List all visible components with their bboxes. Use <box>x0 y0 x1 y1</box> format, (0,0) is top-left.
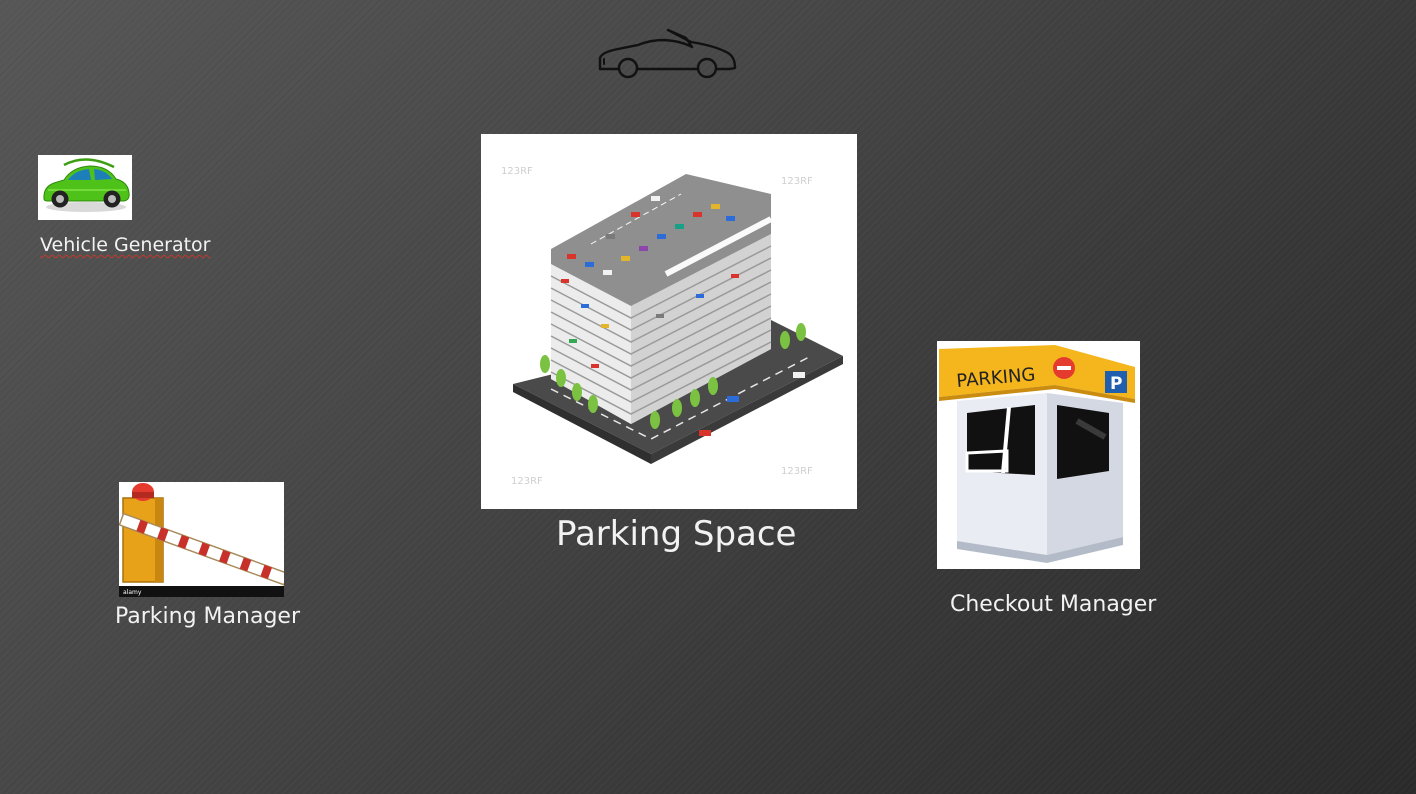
parking-space-watermark: 123RF <box>781 466 813 477</box>
parking-space-label: Parking Space <box>556 514 797 554</box>
parking-manager-image: alamy <box>119 482 284 597</box>
green-car-icon <box>43 158 130 212</box>
vehicle-generator-label: Vehicle Generator <box>40 234 211 256</box>
stock-watermark: alamy <box>123 589 142 596</box>
parking-space-watermark: 123RF <box>501 166 533 177</box>
vehicle-generator-image <box>38 155 132 220</box>
parking-space-watermark: 123RF <box>511 476 543 487</box>
parking-booth-icon: PARKING P <box>939 345 1135 563</box>
parking-manager-label: Parking Manager <box>115 604 300 629</box>
car-outline-icon <box>596 28 738 82</box>
parking-space-image: 123RF 123RF 123RF 123RF <box>481 134 857 509</box>
parking-garage-building-icon: 123RF 123RF 123RF 123RF <box>501 166 843 487</box>
checkout-manager-image: PARKING P <box>937 341 1140 569</box>
parking-space-watermark: 123RF <box>781 176 813 187</box>
checkout-manager-label: Checkout Manager <box>950 592 1157 617</box>
parking-p-icon: P <box>1110 374 1122 394</box>
boom-barrier-icon: alamy <box>119 483 284 597</box>
